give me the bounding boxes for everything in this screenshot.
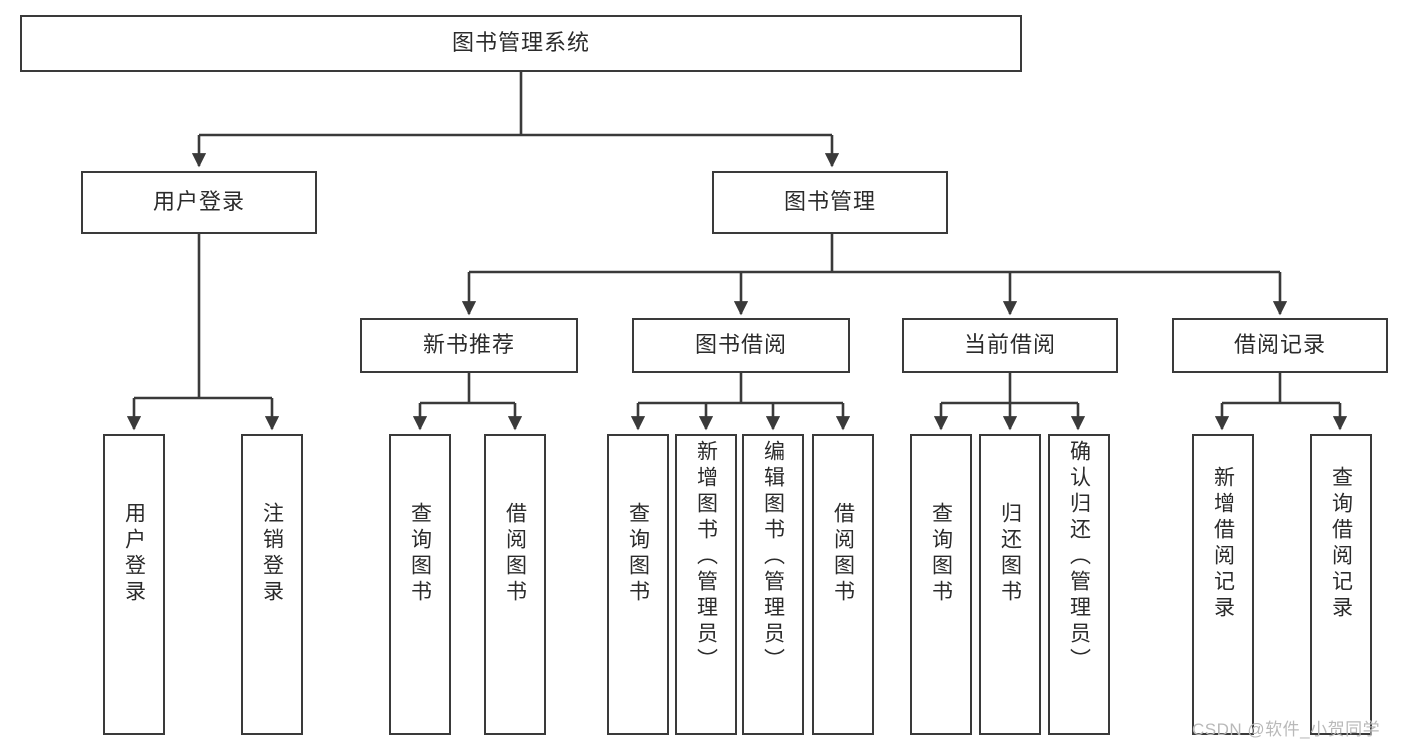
- node-leaf-borrow-book-1[interactable]: 借阅图书: [484, 434, 546, 735]
- node-leaf-query-book-3-label: 查询图书: [929, 502, 953, 606]
- node-current-borrow[interactable]: 当前借阅: [902, 318, 1118, 373]
- node-book-manage[interactable]: 图书管理: [712, 171, 948, 234]
- node-leaf-query-record-label: 查询借阅记录: [1329, 466, 1353, 622]
- node-root-label: 图书管理系统: [451, 30, 590, 56]
- node-leaf-query-record[interactable]: 查询借阅记录: [1310, 434, 1372, 735]
- node-leaf-logout-label: 注销登录: [260, 502, 284, 606]
- node-leaf-user-login[interactable]: 用户登录: [103, 434, 165, 735]
- node-leaf-add-book-label: 新增图书（管理员）: [694, 440, 718, 674]
- node-leaf-borrow-book-1-label: 借阅图书: [503, 502, 527, 606]
- node-user-login-label: 用户登录: [152, 189, 245, 215]
- node-leaf-add-record[interactable]: 新增借阅记录: [1192, 434, 1254, 735]
- node-leaf-add-book[interactable]: 新增图书（管理员）: [675, 434, 737, 735]
- node-leaf-query-book-1-label: 查询图书: [408, 502, 432, 606]
- node-leaf-edit-book[interactable]: 编辑图书（管理员）: [742, 434, 804, 735]
- node-borrow-record[interactable]: 借阅记录: [1172, 318, 1388, 373]
- node-leaf-query-book-2-label: 查询图书: [626, 502, 650, 606]
- node-root[interactable]: 图书管理系统: [20, 15, 1022, 72]
- node-new-book-recommend-label: 新书推荐: [422, 332, 515, 358]
- node-user-login[interactable]: 用户登录: [81, 171, 317, 234]
- node-leaf-borrow-book-2[interactable]: 借阅图书: [812, 434, 874, 735]
- node-leaf-query-book-3[interactable]: 查询图书: [910, 434, 972, 735]
- node-leaf-query-book-2[interactable]: 查询图书: [607, 434, 669, 735]
- node-leaf-return-book-label: 归还图书: [998, 502, 1022, 606]
- node-leaf-return-book[interactable]: 归还图书: [979, 434, 1041, 735]
- node-leaf-edit-book-label: 编辑图书（管理员）: [761, 440, 785, 674]
- node-leaf-add-record-label: 新增借阅记录: [1211, 466, 1235, 622]
- node-new-book-recommend[interactable]: 新书推荐: [360, 318, 578, 373]
- node-borrow-record-label: 借阅记录: [1233, 332, 1326, 358]
- node-book-borrow[interactable]: 图书借阅: [632, 318, 850, 373]
- node-leaf-user-login-label: 用户登录: [122, 502, 146, 606]
- node-book-borrow-label: 图书借阅: [694, 332, 787, 358]
- node-leaf-logout[interactable]: 注销登录: [241, 434, 303, 735]
- node-leaf-confirm-return-label: 确认归还（管理员）: [1067, 440, 1091, 674]
- node-leaf-confirm-return[interactable]: 确认归还（管理员）: [1048, 434, 1110, 735]
- csdn-watermark: CSDN @软件_小贺同学: [1192, 720, 1381, 739]
- node-leaf-query-book-1[interactable]: 查询图书: [389, 434, 451, 735]
- node-book-manage-label: 图书管理: [783, 189, 876, 215]
- node-leaf-borrow-book-2-label: 借阅图书: [831, 502, 855, 606]
- node-current-borrow-label: 当前借阅: [963, 332, 1056, 358]
